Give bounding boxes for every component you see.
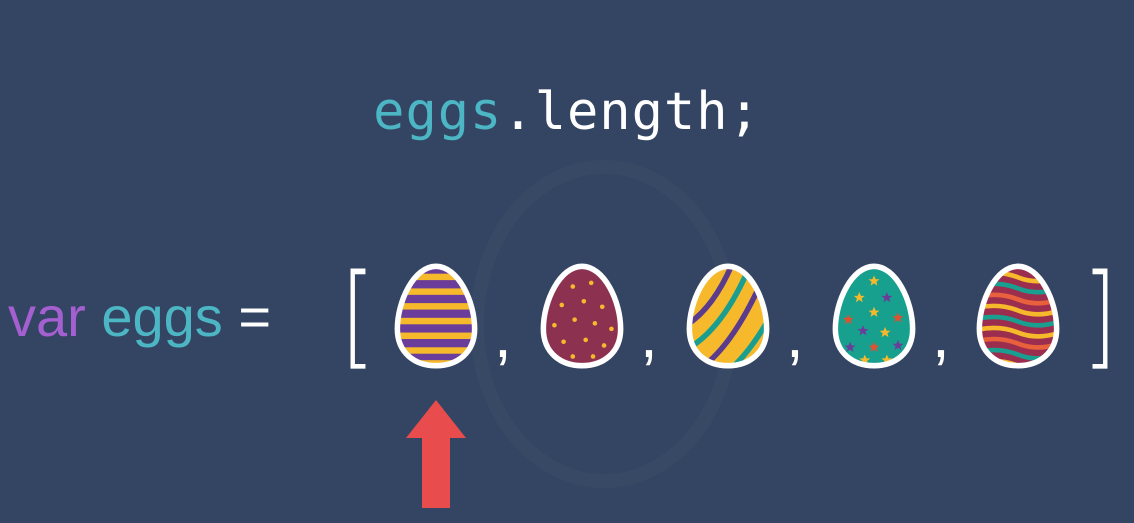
code-expression: eggs.length; <box>0 82 1134 142</box>
equals-sign: = <box>238 285 272 348</box>
egg-dotted-icon <box>536 260 628 372</box>
comma-1: , <box>494 299 512 371</box>
egg-stars-icon <box>828 260 920 372</box>
variable-name: eggs <box>101 285 223 348</box>
comma-2: , <box>640 299 658 371</box>
up-arrow-icon <box>406 400 466 508</box>
egg-diagonal-icon <box>682 260 774 372</box>
variable-declaration: var eggs = <box>8 282 271 352</box>
code-semicolon: ; <box>728 82 761 142</box>
code-dot: . <box>502 82 535 142</box>
egg-striped-icon <box>390 260 482 372</box>
open-bracket: [ <box>340 251 376 381</box>
code-object: eggs <box>373 82 503 142</box>
var-keyword: var <box>8 285 86 348</box>
comma-3: , <box>786 299 804 371</box>
egg-wavy-icon <box>972 260 1064 372</box>
close-bracket: ] <box>1082 251 1118 381</box>
code-property: length <box>534 82 729 142</box>
comma-4: , <box>932 299 950 371</box>
